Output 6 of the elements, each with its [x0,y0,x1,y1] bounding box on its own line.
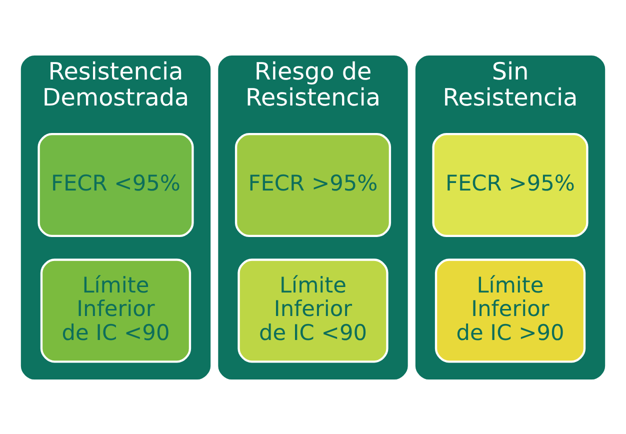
node-box: Límite Inferior de IC <90 [238,258,388,362]
node-box: FECR >95% [234,132,392,237]
node-box: FECR >95% [432,132,588,237]
node-box: FECR <95% [38,132,194,237]
node-box: Límite Inferior de IC >90 [434,258,586,362]
node-box: Límite Inferior de IC <90 [40,258,192,362]
